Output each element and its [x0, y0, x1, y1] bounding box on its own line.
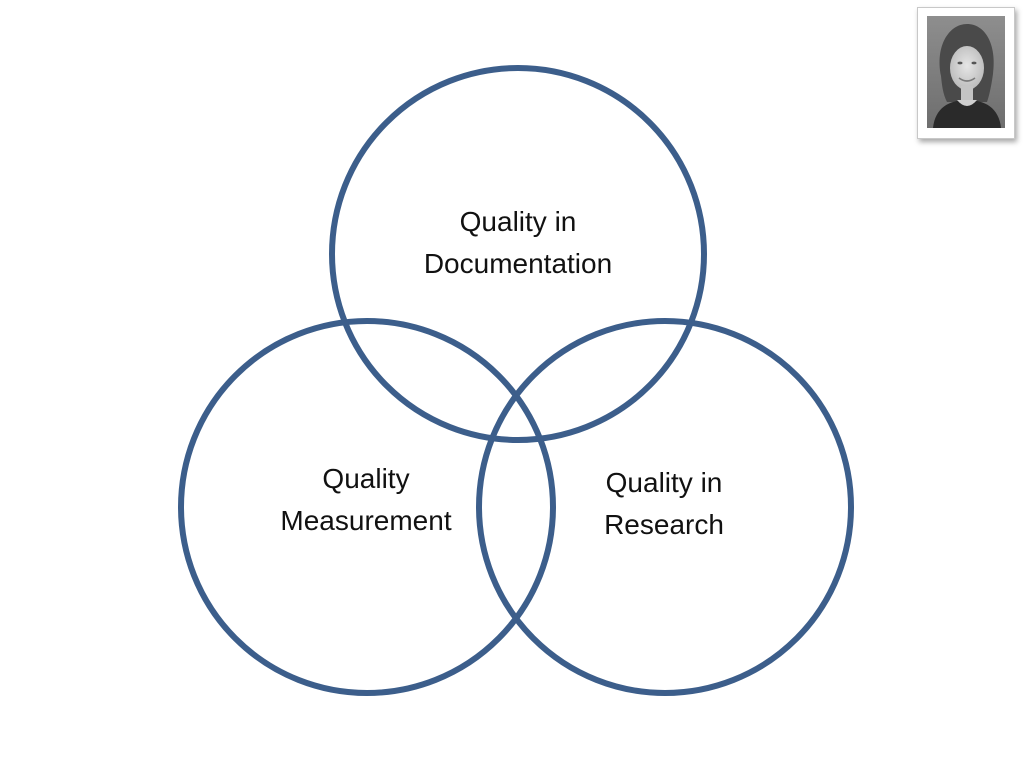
label-line: Quality — [322, 463, 410, 494]
label-line: Quality in — [605, 467, 723, 498]
label-line: Documentation — [423, 248, 613, 279]
label-line: Measurement — [280, 505, 452, 536]
circle-measurement — [178, 318, 556, 696]
label-quality-in-documentation: Quality in Documentation — [400, 201, 636, 285]
label-quality-in-research: Quality in Research — [574, 462, 754, 546]
circle-documentation — [329, 65, 707, 443]
label-line: Quality in — [459, 206, 577, 237]
person-portrait-icon — [927, 16, 1005, 128]
presenter-photo — [917, 7, 1015, 139]
label-quality-measurement: Quality Measurement — [250, 458, 482, 542]
circle-research — [476, 318, 854, 696]
label-line: Research — [604, 509, 724, 540]
